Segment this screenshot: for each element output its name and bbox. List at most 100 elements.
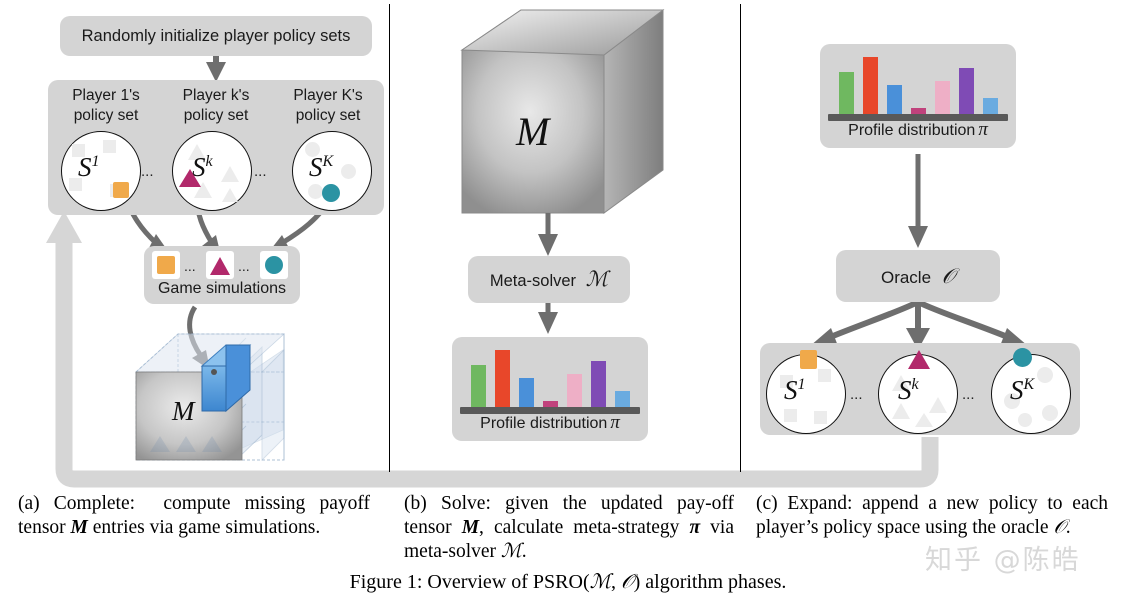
meta-solver-label: Meta-solver ℳ xyxy=(468,256,630,303)
policy-set-circle-1 xyxy=(61,131,141,211)
bar-1 xyxy=(471,365,486,407)
ghost-square xyxy=(780,375,793,388)
oracle-symbol: 𝒪 xyxy=(941,264,956,288)
arrow-metasolver-to-profile xyxy=(538,303,558,334)
ghost-circle xyxy=(308,184,323,199)
ellipsis-sim-1: ... xyxy=(184,258,196,274)
arrow-oracle-to-set1 xyxy=(810,299,920,346)
policy-set-circle-2 xyxy=(172,131,252,211)
policy-header-1-line2: policy set xyxy=(73,107,139,124)
panel-b-caption: (b) Solve: given the updated pay-off ten… xyxy=(404,493,734,562)
init-policy-sets-label: Randomly initialize player policy sets xyxy=(81,27,351,45)
profile-distribution-chart-c xyxy=(820,44,1016,148)
policy-header-1-line1: Player 1's xyxy=(72,87,140,104)
pi-symbol-c: π xyxy=(978,119,988,140)
meta-solver-box xyxy=(468,256,630,303)
bar-7 xyxy=(615,391,630,407)
init-policy-sets-box xyxy=(60,16,372,56)
ghost-circle xyxy=(305,142,320,157)
ghost-square xyxy=(72,144,85,157)
panel-a-caption: (a) Complete: compute missing payoff ten… xyxy=(18,493,370,538)
arrow-tensor-to-metasolver xyxy=(538,213,558,256)
ghost-triangles xyxy=(892,375,947,427)
bar-2 xyxy=(495,350,510,407)
policy-header-2-line2: policy set xyxy=(183,107,249,124)
circle-marker-teal-a xyxy=(322,184,340,202)
tensor-label-b: M xyxy=(515,109,552,154)
ghost-square xyxy=(818,369,831,382)
profile-distribution-chart-b xyxy=(452,337,648,441)
bar-1 xyxy=(839,72,854,114)
ellipsis-sim-2: ... xyxy=(238,258,250,274)
profile-distribution-text-c: Profile distribution xyxy=(848,122,976,139)
arrow-profile-to-oracle xyxy=(908,154,928,248)
ghost-circle xyxy=(1037,367,1053,383)
payoff-tensor-cube-a xyxy=(134,333,286,462)
panel-divider-2 xyxy=(740,4,741,472)
triangle-marker-magenta-sim xyxy=(210,257,230,275)
ghost-square xyxy=(103,140,116,153)
meta-solver-symbol: ℳ xyxy=(585,267,609,291)
policy-header-3: Player K's policy set xyxy=(278,86,378,126)
set-symbol-3: SK xyxy=(309,152,334,182)
game-simulations-label: Game simulations xyxy=(157,280,287,297)
triangle-marker-magenta-c xyxy=(908,350,930,369)
ghost-circle xyxy=(1018,413,1032,427)
policy-header-2: Player k's policy set xyxy=(166,86,266,126)
bar-2 xyxy=(863,57,878,114)
ellipsis-c-2: ... xyxy=(962,386,975,403)
oracle-text: Oracle xyxy=(880,268,932,287)
panel-c-caption: (c) Expand: append a new policy to each … xyxy=(756,493,1108,538)
chart-baseline xyxy=(460,407,640,414)
ghost-circle xyxy=(1042,405,1058,421)
ghost-square xyxy=(784,409,797,422)
bar-4 xyxy=(911,108,926,114)
panel-divider-1 xyxy=(389,4,390,472)
square-marker-orange-c xyxy=(800,350,817,369)
bar-7 xyxy=(983,98,998,114)
ellipsis-c-1: ... xyxy=(850,386,863,403)
bar-3 xyxy=(519,378,534,407)
policy-header-1: Player 1's policy set xyxy=(56,86,156,126)
ghost-circle xyxy=(341,164,356,179)
policy-set-circle-c3 xyxy=(991,354,1071,434)
circle-marker-teal-sim xyxy=(265,256,283,274)
profile-distribution-text-b: Profile distribution xyxy=(480,415,608,432)
tensor-label-a: M xyxy=(171,396,196,426)
oracle-box xyxy=(836,250,1000,302)
policy-set-circle-3 xyxy=(292,131,372,211)
set-symbol-c2: Sk xyxy=(898,375,919,405)
payoff-tensor-cube-b xyxy=(460,8,665,214)
ellipsis-a-2: ... xyxy=(254,163,267,180)
chart-baseline xyxy=(828,114,1008,121)
figure-caption: Figure 1: Overview of PSRO(ℳ, 𝒪) algorit… xyxy=(349,571,787,593)
set-symbol-c1: S1 xyxy=(784,375,806,405)
ghost-square xyxy=(814,411,827,424)
triangle-marker-magenta-a xyxy=(179,169,201,187)
square-marker-orange-a xyxy=(113,182,129,198)
oracle-label: Oracle 𝒪 xyxy=(836,250,1000,302)
arrow-oracle-to-set3 xyxy=(916,299,1028,346)
set-symbol-2: Sk xyxy=(192,152,213,182)
circle-marker-teal-c xyxy=(1013,348,1032,367)
bar-5 xyxy=(935,81,950,114)
policy-header-3-line2: policy set xyxy=(295,107,361,124)
meta-solver-text: Meta-solver xyxy=(489,272,577,290)
ghost-square xyxy=(69,178,82,191)
policy-header-2-line1: Player k's xyxy=(182,87,250,104)
set-symbol-1: S1 xyxy=(78,152,100,182)
policy-header-3-line1: Player K's xyxy=(293,87,363,104)
square-marker-orange-sim xyxy=(157,256,175,274)
arrow-oracle-to-set2 xyxy=(906,302,930,350)
feedback-loop-arrow xyxy=(46,211,939,488)
arrow-init-to-policysets xyxy=(206,56,226,82)
ghost-triangles xyxy=(188,144,239,202)
bar-6 xyxy=(591,361,606,407)
ellipsis-a-1: ... xyxy=(141,163,154,180)
bar-6 xyxy=(959,68,974,114)
bar-5 xyxy=(567,374,582,407)
bar-3 xyxy=(887,85,902,114)
